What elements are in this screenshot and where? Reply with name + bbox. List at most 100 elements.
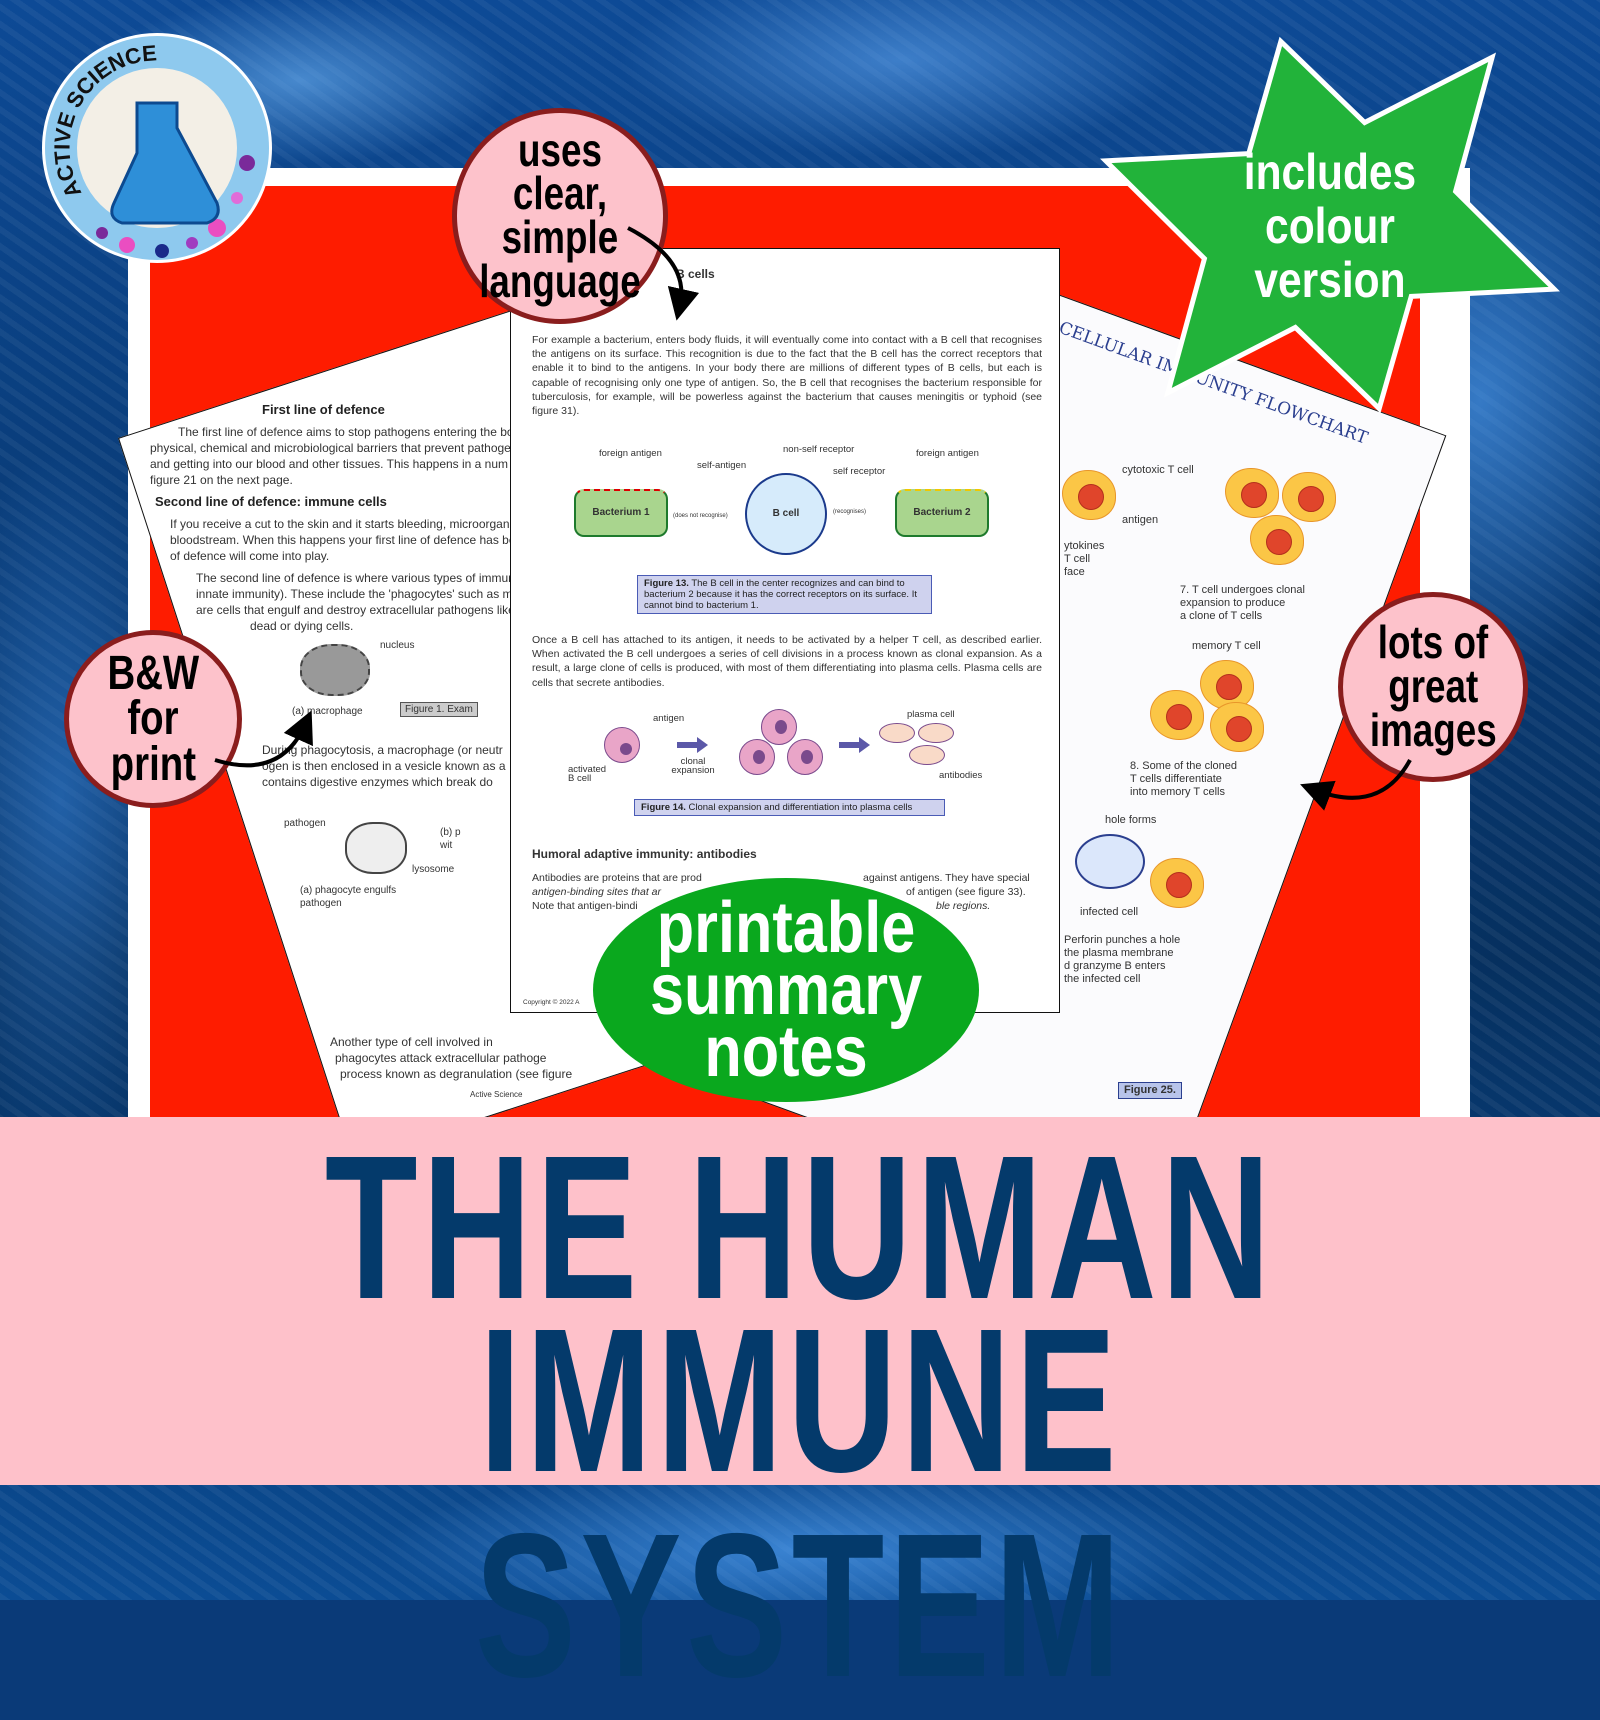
text-line: antigen-binding sites that ar [532,886,661,898]
colour-version-text: includes colour version [1210,145,1450,307]
text-line: and getting into our blood and other tis… [150,457,509,471]
t-cell-image [1150,858,1204,908]
figure-caption: Figure 25. [1118,1082,1182,1099]
label: 7. T cell undergoes clonal [1180,584,1305,596]
clear-language-badge: uses clear, simple language [452,108,668,324]
sticker-text: includes [1243,144,1417,200]
memory-t-cell-image [1150,690,1204,740]
footer: Active Science [470,1090,523,1099]
arrow-icon [839,737,870,753]
title-text: THE HUMAN [324,1113,1276,1342]
text-line: ble regions. [936,900,991,912]
activated-b-cell-image [604,727,640,763]
text-line: of defence will come into play. [170,549,330,563]
label: antigen [1122,514,1159,526]
text-line: innate immunity). These include the 'pha… [196,587,526,601]
label: (b) p [440,827,461,838]
sticker-text: language [479,254,641,307]
summary-notes-badge: printable summary notes [593,878,979,1102]
t-cell-image [1225,468,1279,518]
label: Perforin punches a hole [1064,934,1181,946]
text-line: If you receive a cut to the skin and it … [170,517,510,531]
heading: Second line of defence: immune cells [155,494,387,509]
sticker-text: colour [1265,198,1395,254]
figure-caption-label: Figure 14. [641,802,686,813]
sticker-text: summary [649,950,923,1030]
label: a clone of T cells [1180,610,1263,622]
phagocyte-image [345,822,407,874]
text-line: Another type of cell involved in [330,1035,493,1049]
sticker-text: great [1387,660,1478,713]
sticker-text: simple [501,211,619,263]
sticker-text: for [127,692,179,746]
active-science-logo: ACTIVE SCIENCE [42,33,272,263]
label: lysosome [412,864,455,875]
title-line-1: THE HUMAN [0,1125,1600,1330]
sticker-text: lots of [1377,616,1489,669]
sticker-text: version [1254,252,1406,308]
label: T cell [1064,553,1091,565]
macrophage-image [300,644,370,696]
label: nucleus [380,640,415,651]
label: pathogen [300,898,342,909]
label: foreign antigen [916,448,979,459]
text-line: ogen is then enclosed in a vesicle known… [262,759,506,773]
figure-caption: The B cell in the center recognizes and … [644,578,917,611]
text-line: contains digestive enzymes which break d… [262,775,493,789]
label: into memory T cells [1130,786,1225,798]
label: wit [440,840,453,851]
text-line: physical, chemical and microbiological b… [150,441,541,455]
label: activated B cell [568,764,607,784]
sticker-text: B&W [107,646,199,700]
label: foreign antigen [599,448,662,459]
label: antigen [653,713,685,724]
memory-t-cell-image [1210,702,1264,752]
text-line: bloodstream. When this happens your firs… [170,533,516,547]
title-line-2: IMMUNE SYSTEM [0,1298,1600,1708]
text-line: The second line of defence is where vari… [196,571,531,585]
label: pathogen [284,818,326,829]
figure-caption: Figure 1. Exam [400,702,478,717]
copyright: Copyright © 2022 A [523,999,580,1006]
text-line: dead or dying cells. [250,619,354,633]
section-heading: B cells [676,267,715,281]
paragraph: Once a B cell has attached to its antige… [532,634,1042,689]
figure-caption-label: Figure 13. [644,578,689,589]
plasma-cell-image [879,723,915,743]
label: cytotoxic T cell [1122,464,1194,476]
text-line: The first line of defence aims to stop p… [178,425,588,439]
label: antibodies [939,770,983,781]
section-heading: Humoral adaptive immunity: antibodies [532,847,757,861]
label: 8. Some of the cloned [1130,760,1238,772]
t-cell-image [1250,515,1304,565]
text-line: process known as degranulation (see figu… [340,1067,573,1081]
b-cell: B cell [745,473,827,555]
sticker-text: print [110,737,196,791]
label: clonal expansion [671,756,715,776]
text-line: Antibodies are proteins that are prod [532,872,702,884]
b-cell-clone-image [739,739,775,775]
sticker-text: uses clear, [512,123,608,220]
cytotoxic-t-cell-image [1062,470,1116,520]
figure-14: antigen activated B cell clonal expansio… [511,701,1059,831]
text-line: phagocytes attack extracellular pathoge [335,1051,547,1065]
title-band [0,1117,1600,1485]
label: expansion to produce [1180,597,1286,609]
b-cell-clone-image [787,739,823,775]
label: (recognises) [833,509,867,515]
label: (a) macrophage [292,706,363,717]
colour-version-star [1100,36,1560,414]
t-cell-image [1282,472,1336,522]
label: face [1064,566,1085,578]
label: self-antigen [697,460,747,471]
label: the plasma membrane [1064,947,1174,959]
bacterium-2: Bacterium 2 [895,489,989,537]
label: plasma cell [907,709,955,720]
label: infected cell [1080,906,1139,918]
label: (does not recognise) [673,513,728,519]
label: d granzyme B enters [1064,960,1166,972]
title-text: IMMUNE SYSTEM [474,1286,1126,1720]
text-line: are cells that engulf and destroy extrac… [196,603,525,617]
b-cell-clone-image [761,709,797,745]
label: self receptor [833,466,886,477]
